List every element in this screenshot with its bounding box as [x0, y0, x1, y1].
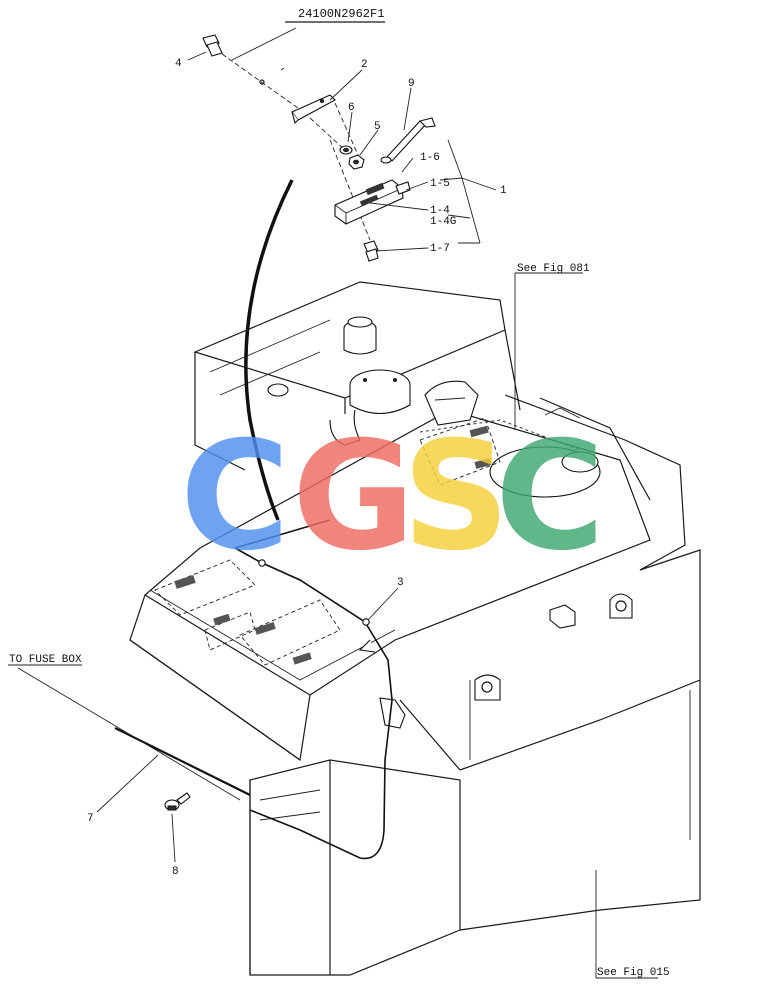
callout-5: 5 — [374, 121, 381, 133]
callout-1-7: 1-7 — [430, 243, 450, 255]
callout-7: 7 — [87, 813, 94, 825]
callout-1-4g: 1-4G — [430, 216, 456, 228]
nut-item-5 — [348, 154, 365, 170]
watermark-letter-s: S — [402, 410, 510, 584]
ref-fuse-box: TO FUSE BOX — [9, 654, 82, 666]
callout-1-4: 1-4 — [430, 205, 450, 217]
watermark: C G S C — [180, 410, 605, 584]
rod-item-9 — [380, 117, 436, 164]
watermark-letter-c1: C — [180, 410, 290, 584]
callout-2: 2 — [361, 59, 368, 71]
watermark-letter-c2: C — [495, 410, 605, 584]
exploded-parts — [164, 34, 436, 811]
machine-body — [129, 281, 701, 976]
callout-3: 3 — [397, 577, 404, 589]
callout-8: 8 — [172, 866, 179, 878]
bracket-item-2 — [291, 94, 336, 125]
screw-item-1-7 — [363, 240, 379, 262]
callout-1-6: 1-6 — [420, 152, 440, 164]
callout-1-5: 1-5 — [430, 178, 450, 190]
ref-fig-015: See Fig 015 — [597, 967, 670, 979]
leader-lines — [8, 21, 658, 979]
clip-item-8 — [164, 792, 191, 811]
drawing-number: 24100N2962F1 — [298, 7, 384, 21]
callout-6: 6 — [348, 102, 355, 114]
ref-fig-081: See Fig 081 — [517, 263, 590, 275]
washer-item-6 — [339, 145, 353, 155]
watermark-letter-g: G — [292, 410, 415, 584]
callout-9: 9 — [408, 78, 415, 90]
bolt-item-4 — [202, 34, 223, 57]
callout-1: 1 — [500, 185, 507, 197]
labels: 24100N2962F1 4 2 9 6 5 1-6 1-5 1 1-4 1-4… — [9, 7, 670, 979]
hour-meter-item-1 — [334, 179, 411, 225]
callout-4: 4 — [175, 58, 182, 70]
